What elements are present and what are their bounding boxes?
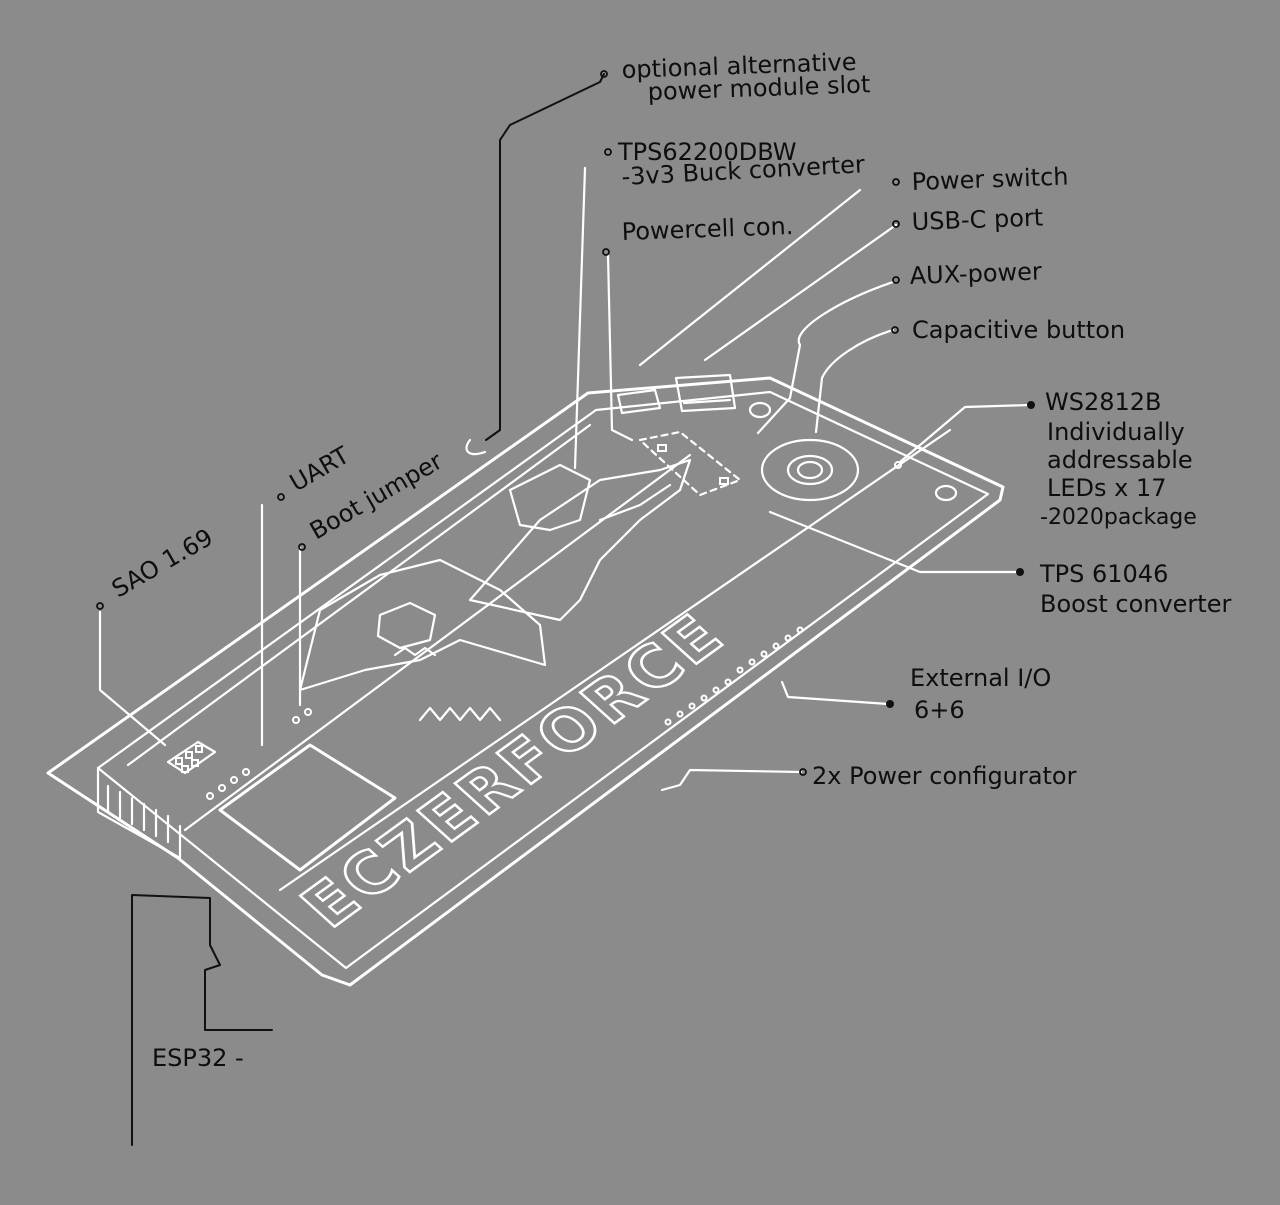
sao-connector xyxy=(168,742,215,773)
label-boost-line2: Boost converter xyxy=(1040,590,1231,618)
label-capacitive-button: Capacitive button xyxy=(912,316,1125,344)
pcb-board xyxy=(48,378,1003,985)
label-leds-line2: Individually xyxy=(1047,418,1185,446)
capacitive-button-part xyxy=(762,440,858,500)
label-uart: UART xyxy=(285,441,354,497)
label-dots xyxy=(97,71,1035,775)
leader-lines xyxy=(132,74,604,1145)
label-esp32: ESP32 - xyxy=(152,1044,244,1072)
power-switch-part xyxy=(618,390,660,413)
label-usbc: USB-C port xyxy=(911,203,1043,236)
annotation-labels: optional alternative power module slot T… xyxy=(107,48,1231,1072)
label-boost-line1: TPS 61046 xyxy=(1039,560,1168,588)
label-power-switch: Power switch xyxy=(911,163,1069,196)
board-logo: ECZERFORCE xyxy=(286,601,740,940)
aux-power-part xyxy=(750,403,770,417)
label-sao: SAO 1.69 xyxy=(107,523,218,603)
label-leds-line1: WS2812B xyxy=(1045,388,1162,416)
label-leds-line3: addressable xyxy=(1047,446,1193,474)
powercell-dashed-area xyxy=(640,432,740,495)
label-external-io-line1: External I/O xyxy=(910,664,1051,692)
label-powercell: Powercell con. xyxy=(621,212,794,246)
label-leds-line5: -2020package xyxy=(1040,505,1197,530)
label-leds-line4: LEDs x 17 xyxy=(1047,474,1167,502)
label-power-configurator: 2x Power configurator xyxy=(812,762,1077,790)
label-aux-power: AUX-power xyxy=(909,257,1042,290)
label-external-io-line2: 6+6 xyxy=(914,696,965,724)
boot-jumper xyxy=(293,709,311,723)
